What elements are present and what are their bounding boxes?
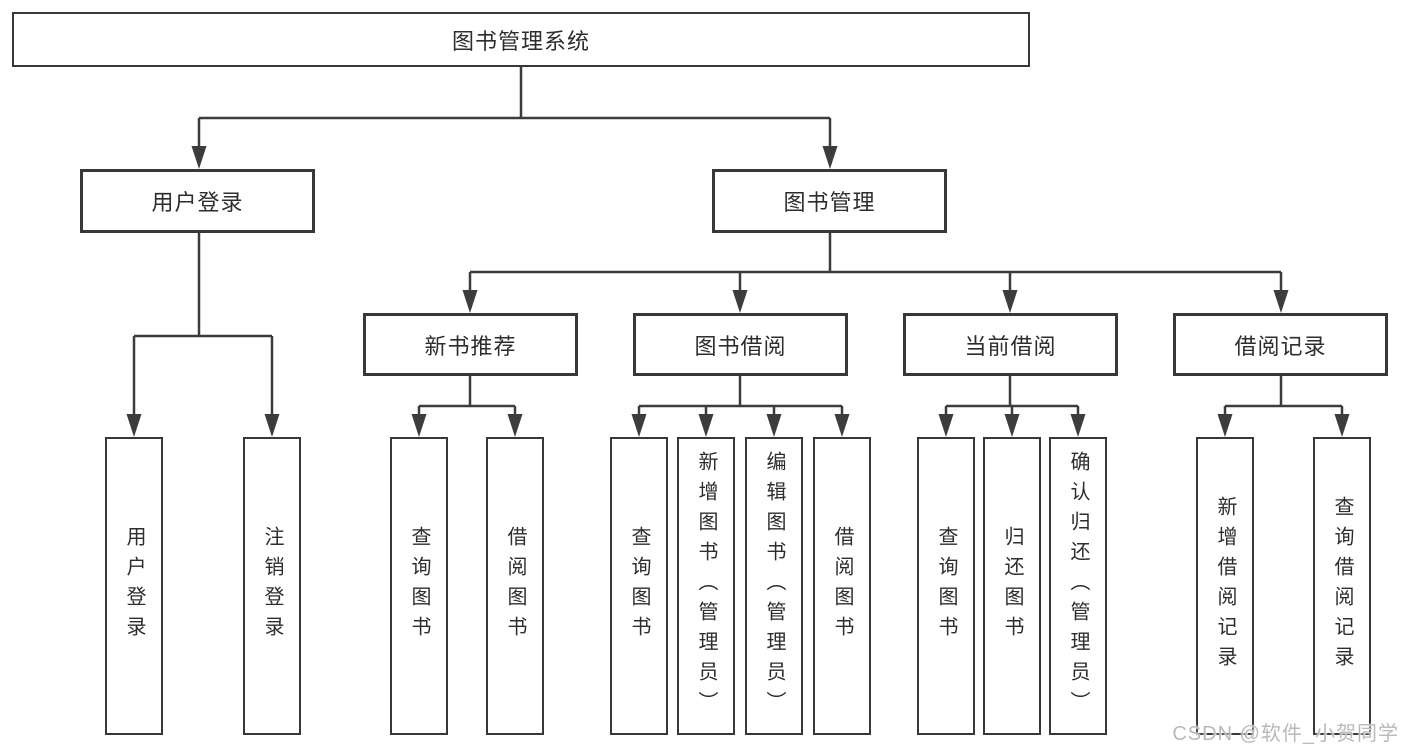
leaf-edit-book-admin: 编辑图书（管理员） <box>745 437 803 735</box>
branch-book-management <box>468 233 1283 292</box>
branch-root <box>197 67 832 147</box>
leaf-confirm-return-admin: 确认归还（管理员） <box>1049 437 1107 735</box>
node-new-book-recommend: 新书推荐 <box>363 313 578 376</box>
branch-book-borrowing <box>637 376 844 415</box>
leaf-borrow-books-recommend: 借阅图书 <box>486 437 544 735</box>
node-book-management: 图书管理 <box>712 169 947 233</box>
leaf-borrow-books-borrowing: 借阅图书 <box>813 437 871 735</box>
node-root-label: 图书管理系统 <box>451 28 590 54</box>
node-book-management-label: 图书管理 <box>783 190 876 215</box>
leaf-add-borrow-record: 新增借阅记录 <box>1196 437 1254 735</box>
leaf-logout-login: 注销登录 <box>243 437 301 735</box>
leaf-user-login: 用户登录 <box>105 437 163 735</box>
branch-new-book-recommend <box>417 376 517 415</box>
leaf-query-books-recommend: 查询图书 <box>390 437 448 735</box>
node-borrowing-records: 借阅记录 <box>1173 313 1388 376</box>
node-user-login: 用户登录 <box>80 169 315 233</box>
node-user-login-label: 用户登录 <box>151 190 244 215</box>
branch-borrowing-records <box>1223 376 1344 415</box>
node-current-borrowing: 当前借阅 <box>903 313 1118 376</box>
node-root: 图书管理系统 <box>12 12 1030 67</box>
leaf-add-book-admin: 新增图书（管理员） <box>677 437 735 735</box>
leaf-query-books-current: 查询图书 <box>917 437 975 735</box>
branch-current-borrowing <box>944 376 1080 415</box>
node-book-borrowing: 图书借阅 <box>633 313 848 376</box>
leaf-query-books-borrowing: 查询图书 <box>610 437 668 735</box>
csdn-watermark: CSDN @软件_小贺同学 <box>1172 723 1399 745</box>
leaf-query-borrow-record: 查询借阅记录 <box>1313 437 1371 735</box>
branch-user-login <box>132 233 274 415</box>
leaf-return-books: 归还图书 <box>983 437 1041 735</box>
